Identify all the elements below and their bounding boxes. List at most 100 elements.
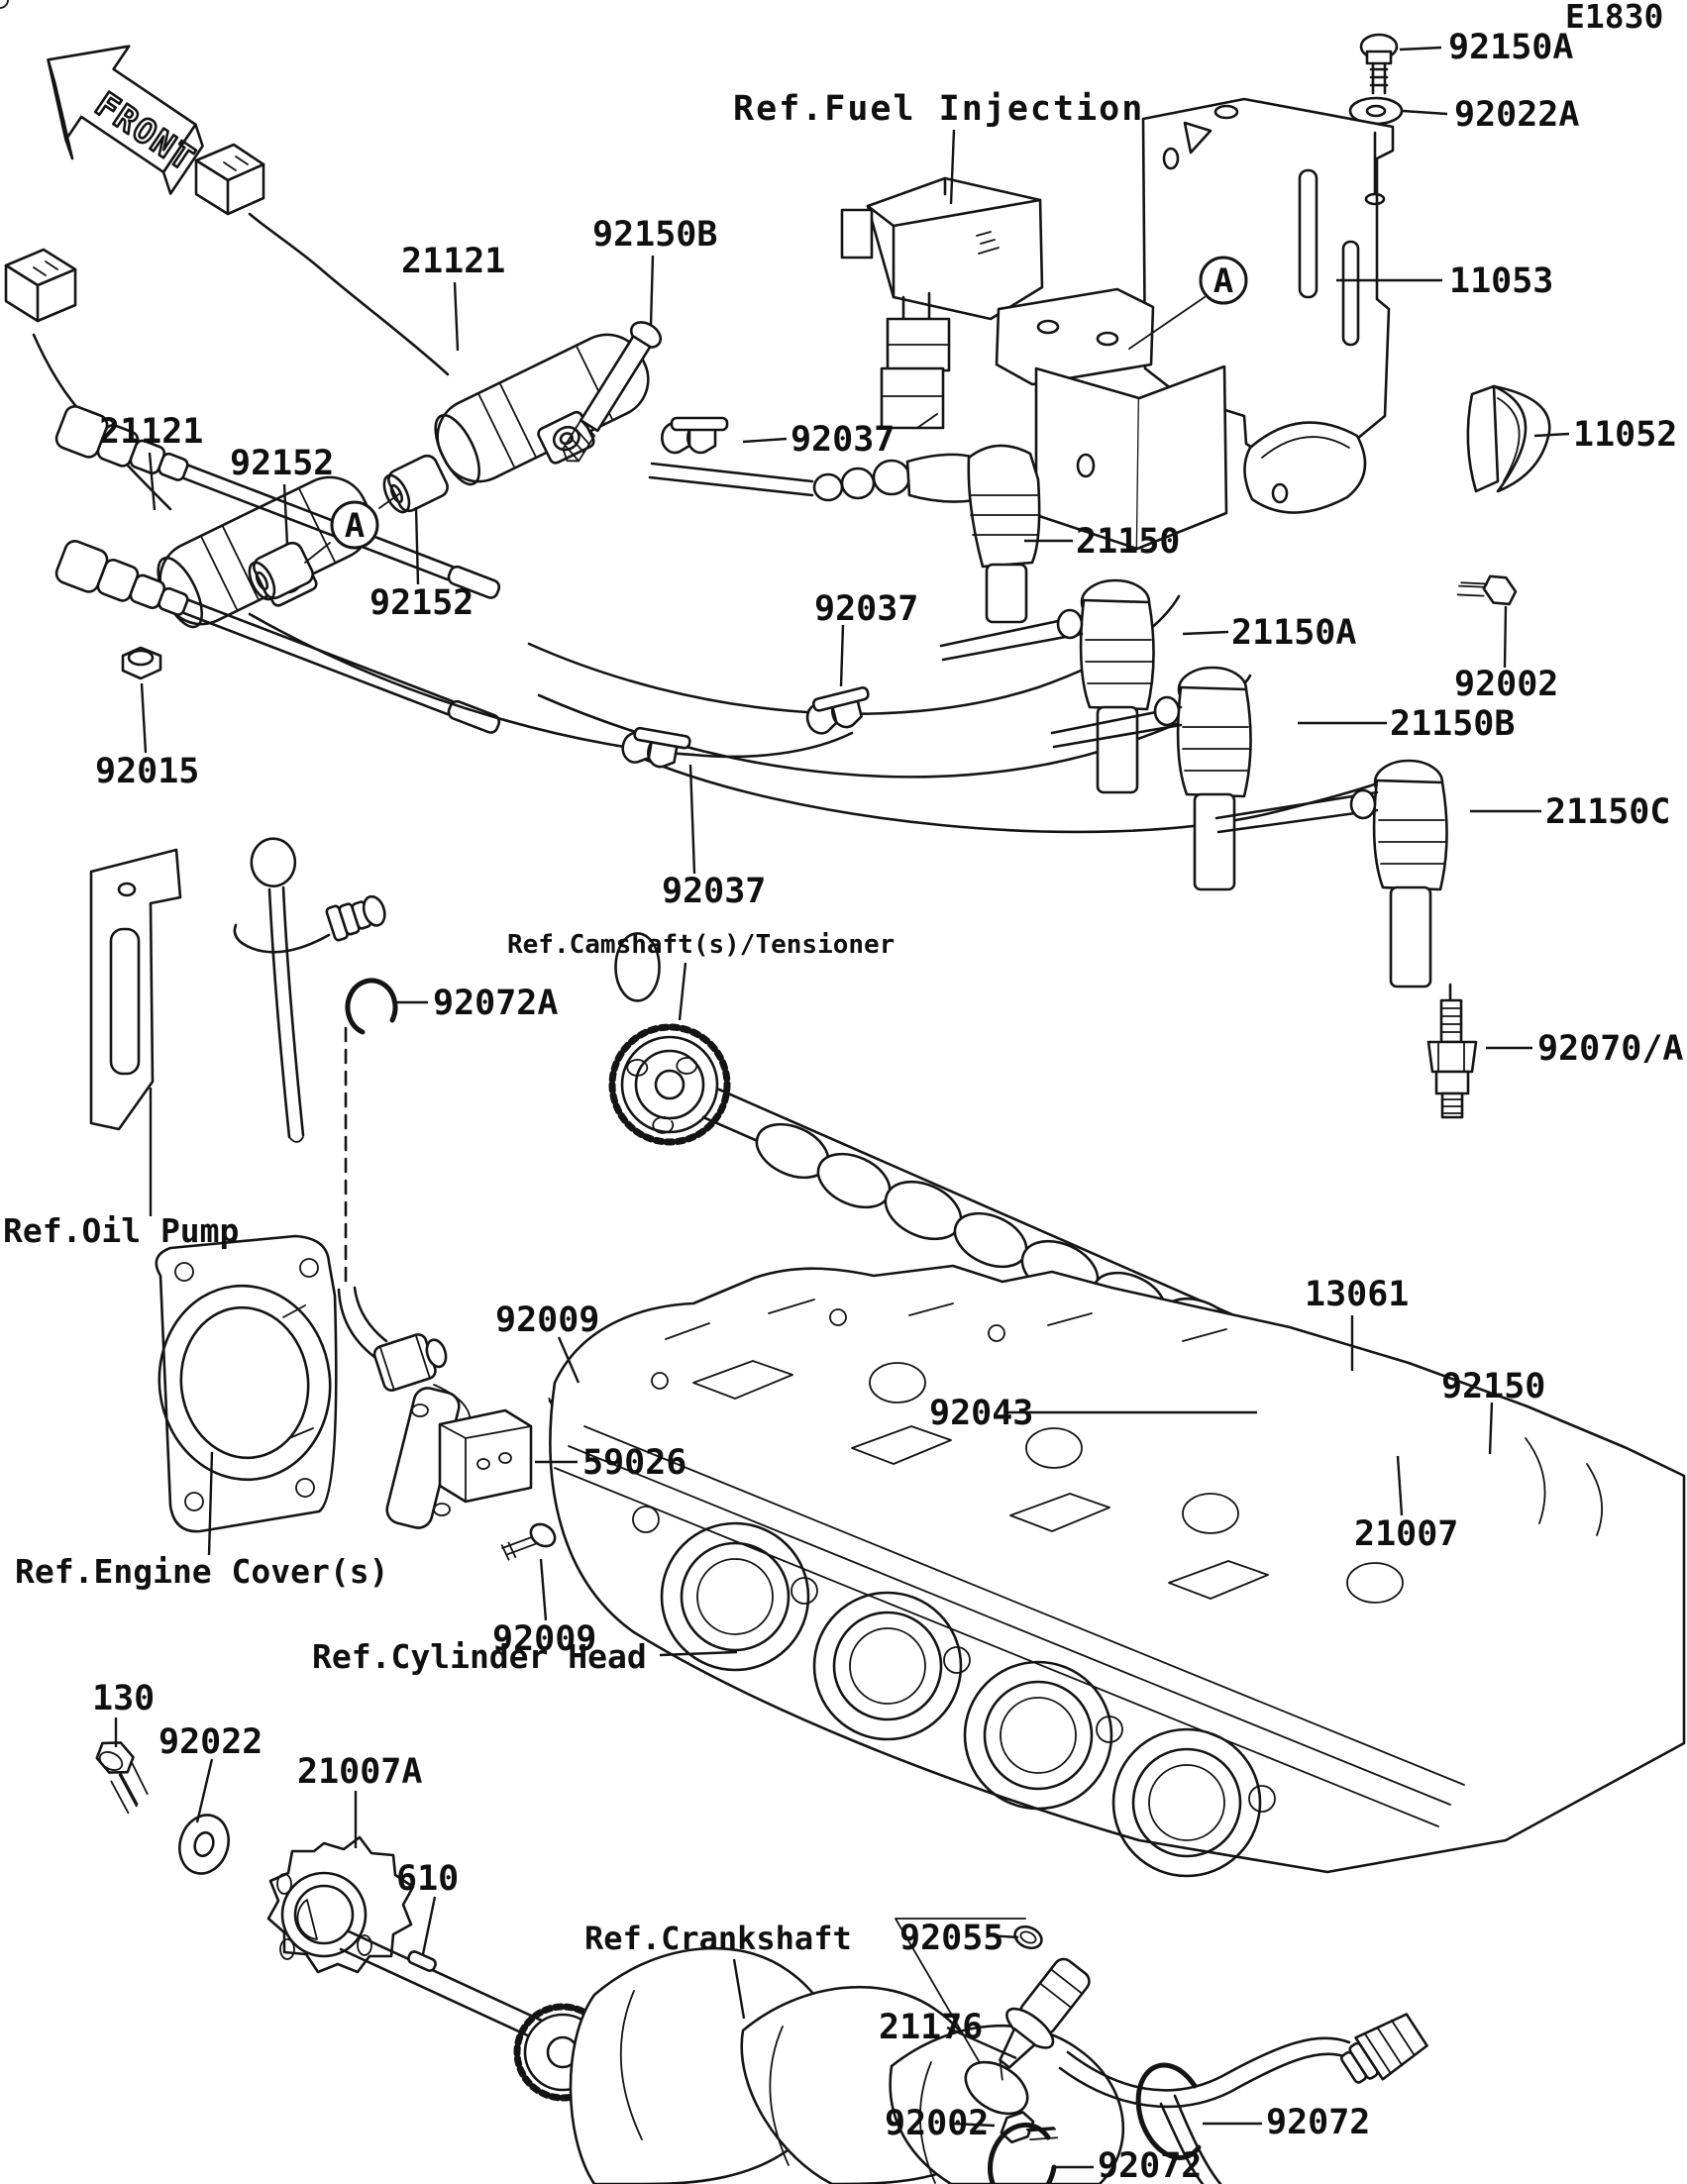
coil-upper-connector — [194, 143, 265, 216]
part-label-code-e1830: E1830 — [1565, 0, 1663, 36]
part-label-p-92043: 92043 — [929, 1394, 1033, 1433]
part-label-p-21150C: 21150C — [1545, 792, 1670, 832]
part-label-ref-cylhead: Ref.Cylinder Head — [312, 1637, 647, 1676]
part-label-p-92152-a: 92152 — [230, 444, 334, 483]
part-label-p-21121-a: 21121 — [401, 242, 505, 281]
cable-92072A — [233, 894, 398, 1035]
part-label-p-130: 130 — [92, 1679, 155, 1718]
trigger-rotor-21007A — [266, 1835, 415, 1974]
leader-p-92150B — [649, 255, 655, 327]
washer-92022A — [1348, 96, 1404, 126]
cylinder-head — [0, 0, 1686, 1878]
crank-sensor-21176 — [999, 1957, 1091, 2081]
spacer-92152-upper — [248, 541, 314, 601]
leader-p-11052 — [1533, 432, 1570, 438]
leader-p-92037-b — [839, 624, 845, 687]
part-label-p-92070A: 92070/A — [1537, 1029, 1684, 1069]
leader-p-92055 — [986, 1933, 1019, 1939]
part-label-ref-crank: Ref.Crankshaft — [584, 1920, 852, 1957]
leader-p-92150A — [1399, 46, 1442, 52]
part-label-p-59026: 59026 — [582, 1443, 686, 1483]
part-label-p-21150A: 21150A — [1231, 613, 1356, 653]
view-markers: AA — [330, 256, 1248, 550]
datum-line-right — [1128, 296, 1206, 350]
front-arrow: FRONT — [47, 45, 204, 195]
leader-p-92150 — [1488, 1402, 1494, 1455]
part-label-p-92022: 92022 — [158, 1722, 263, 1762]
part-label-p-13061: 13061 — [1305, 1275, 1409, 1314]
pickup-coil-59026 — [385, 1387, 533, 1529]
bolt-92150B — [562, 321, 663, 463]
spacer-92152-lower — [382, 454, 449, 514]
oil-dipstick — [250, 837, 305, 1143]
part-label-p-92009-b: 92009 — [492, 1619, 596, 1659]
oil-line-pipe — [337, 1286, 388, 1359]
clip-92072-lower — [988, 2122, 1057, 2184]
leader-ref-cover — [207, 1451, 214, 1556]
leader-p-21121-a — [453, 281, 460, 352]
leader-p-92009-b — [539, 1558, 548, 1621]
part-label-p-92002-b: 92002 — [885, 2104, 989, 2143]
pin-610 — [407, 1950, 437, 1972]
part-label-p-92022A: 92022A — [1454, 95, 1579, 135]
part-label-p-92150B: 92150B — [592, 215, 717, 255]
plug-cap-21150A — [939, 578, 1155, 794]
igniter-unit — [840, 176, 1044, 430]
clip-92072-right — [1135, 2062, 1202, 2160]
washer-92022 — [178, 1814, 230, 1875]
plug-lead-left-1 — [54, 405, 501, 599]
part-label-ref-fuel: Ref.Fuel Injection — [733, 89, 1144, 129]
leader-p-610 — [421, 1896, 437, 1955]
coil-lower-pigtail — [32, 333, 172, 511]
datum-marker-circle — [330, 500, 379, 550]
lead-21150 — [648, 453, 995, 503]
part-label-ref-cover: Ref.Engine Cover(s) — [15, 1552, 389, 1591]
crankshaft — [513, 1946, 1125, 2184]
screw-92009-2 — [500, 1522, 557, 1561]
clamp-92037-1 — [661, 416, 729, 455]
part-label-p-92072A: 92072A — [433, 984, 558, 1023]
part-label-p-21176: 21176 — [879, 2008, 983, 2047]
part-label-p-92037-b: 92037 — [814, 589, 918, 629]
callout-bracket-21176 — [895, 1918, 1026, 2062]
leader-p-92002-a — [1503, 605, 1508, 669]
plug-cap-21150C — [1214, 759, 1448, 988]
datum-marker-circle — [1199, 256, 1248, 305]
plug-cap-21150 — [967, 444, 1041, 624]
leader-ref-crank — [732, 1958, 746, 2020]
leader-p-92009-a — [557, 1336, 580, 1384]
bolt-92002-upper — [1456, 574, 1518, 606]
leader-p-92022 — [195, 1758, 214, 1823]
ignition-coil-upper — [434, 333, 650, 486]
part-label-p-92072-a: 92072 — [1098, 2146, 1202, 2184]
part-label-p-92015: 92015 — [95, 752, 199, 791]
part-label-p-92072-b: 92072 — [1266, 2103, 1370, 2142]
clamp-92037-3 — [621, 726, 691, 769]
part-label-p-610: 610 — [396, 1859, 459, 1899]
spark-plug-92070 — [1426, 983, 1478, 1119]
part-label-p-92009-a: 92009 — [495, 1300, 599, 1340]
leader-p-21007 — [1396, 1455, 1404, 1516]
part-label-p-92037-a: 92037 — [791, 420, 895, 460]
bolt-92150A — [1359, 33, 1399, 95]
oil-pressure-switch — [372, 1333, 448, 1392]
rotor-shaft — [339, 1929, 557, 2046]
leader-ref-cylhead — [659, 1650, 738, 1657]
engine-cover — [155, 1234, 338, 1533]
leader-lines — [114, 46, 1570, 2169]
clamp-11052 — [1466, 384, 1551, 493]
leader-p-92037-c — [688, 764, 696, 875]
datum-marker-label: A — [1213, 261, 1233, 301]
leader-p-92152-b — [414, 506, 420, 585]
leader-ref-camshaft — [678, 962, 687, 1021]
leader-p-92037-a — [742, 437, 788, 444]
part-label-p-21007: 21007 — [1354, 1514, 1458, 1554]
part-label-p-21150: 21150 — [1076, 522, 1180, 562]
part-label-p-92150: 92150 — [1441, 1367, 1545, 1406]
part-label-p-92150A: 92150A — [1448, 28, 1573, 67]
part-label-p-11052: 11052 — [1573, 415, 1677, 455]
coil-upper-pigtail — [248, 212, 450, 376]
